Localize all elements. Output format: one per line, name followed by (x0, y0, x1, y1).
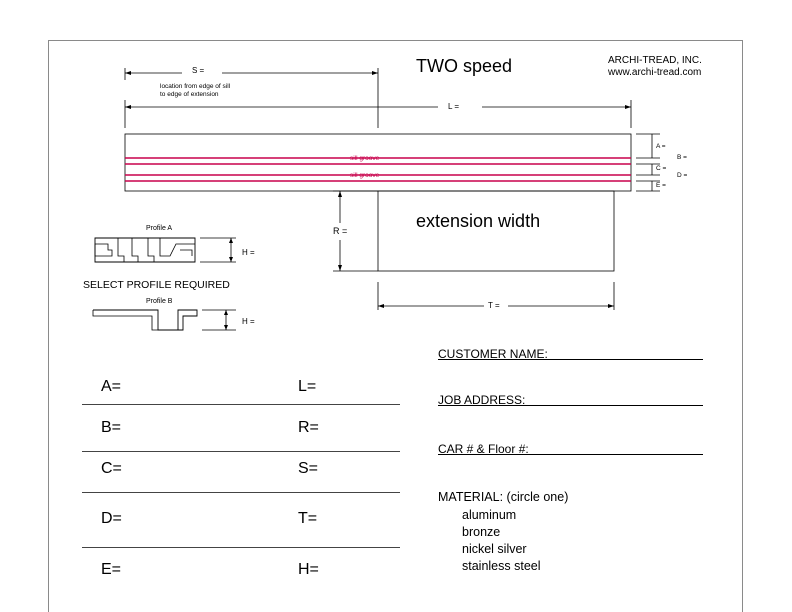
company-website: www.archi-tread.com (608, 67, 702, 78)
drawing-sheet (48, 40, 743, 612)
dim-e: E= (101, 561, 122, 578)
page-title: TWO speed (416, 56, 513, 76)
s-label: S = (192, 66, 205, 75)
dim-b: B= (101, 419, 122, 436)
profile-a-h-label: H = (242, 248, 255, 257)
dim-l: L= (298, 378, 317, 395)
material-heading: MATERIAL: (circle one) (438, 490, 569, 504)
groove-label-2: sill groove (350, 172, 380, 179)
material-option-aluminum[interactable]: aluminum (462, 508, 517, 522)
select-profile-label: SELECT PROFILE REQUIRED (83, 279, 230, 291)
s-note-line1: location from edge of sill (160, 83, 231, 90)
job-address-label: JOB ADDRESS: (438, 393, 526, 407)
sill-body (124, 133, 632, 192)
car-floor-label: CAR # & Floor #: (438, 442, 529, 456)
dim-a: A= (101, 378, 122, 395)
profile-b-shape (93, 309, 198, 331)
job-address-line[interactable] (438, 405, 703, 406)
dim-c: C= (101, 460, 122, 477)
groove-label-1: sill groove (350, 155, 380, 162)
l-label: L = (448, 102, 460, 111)
e-label: E = (656, 182, 666, 189)
dim-row-divider (82, 547, 400, 548)
car-floor-line[interactable] (438, 454, 703, 455)
a-label: A = (656, 143, 666, 150)
dim-h: H= (298, 561, 319, 578)
extension-body (377, 190, 615, 272)
material-option-bronze[interactable]: bronze (462, 525, 501, 539)
dim-t: T= (298, 510, 318, 527)
s-note-line2: to edge of extension (160, 91, 219, 98)
profile-a-detail-1 (94, 243, 113, 257)
profile-b-label: Profile B (146, 298, 173, 305)
dim-d: D= (101, 510, 122, 527)
dim-r: R= (298, 419, 319, 436)
dim-row-divider (82, 404, 400, 405)
dim-s: S= (298, 460, 319, 477)
dim-row-divider (82, 492, 400, 493)
customer-name-line[interactable] (438, 359, 703, 360)
material-option-stainless-steel[interactable]: stainless steel (462, 559, 541, 573)
t-label: T = (488, 301, 500, 310)
b-label: B = (677, 154, 687, 161)
dim-row-divider (82, 451, 400, 452)
material-option-nickel-silver[interactable]: nickel silver (462, 542, 527, 556)
c-label: C = (656, 165, 667, 172)
company-name: ARCHI-TREAD, INC. (608, 55, 702, 66)
r-label: R = (333, 226, 348, 236)
extension-width-label: extension width (416, 211, 541, 231)
d-label: D = (677, 172, 688, 179)
profile-a-label: Profile A (146, 225, 173, 232)
profile-b-h-label: H = (242, 317, 255, 326)
customer-name-label: CUSTOMER NAME: (438, 347, 548, 361)
